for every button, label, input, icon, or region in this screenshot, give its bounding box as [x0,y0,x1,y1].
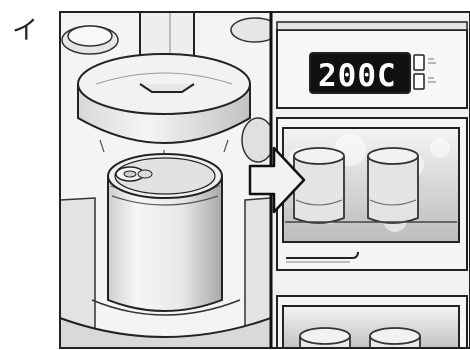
oven-display: 200C [310,53,410,94]
oven-button-lower [414,74,424,89]
sealing-machine-panel [60,12,279,348]
can-with-lid [108,154,222,311]
press-head [78,54,250,143]
oven-can-right [368,148,418,223]
oven-button-upper [414,55,424,70]
oven-temperature-readout: 200C [318,58,397,94]
oven-top-edge [277,22,467,30]
oven-can-left [294,148,344,223]
